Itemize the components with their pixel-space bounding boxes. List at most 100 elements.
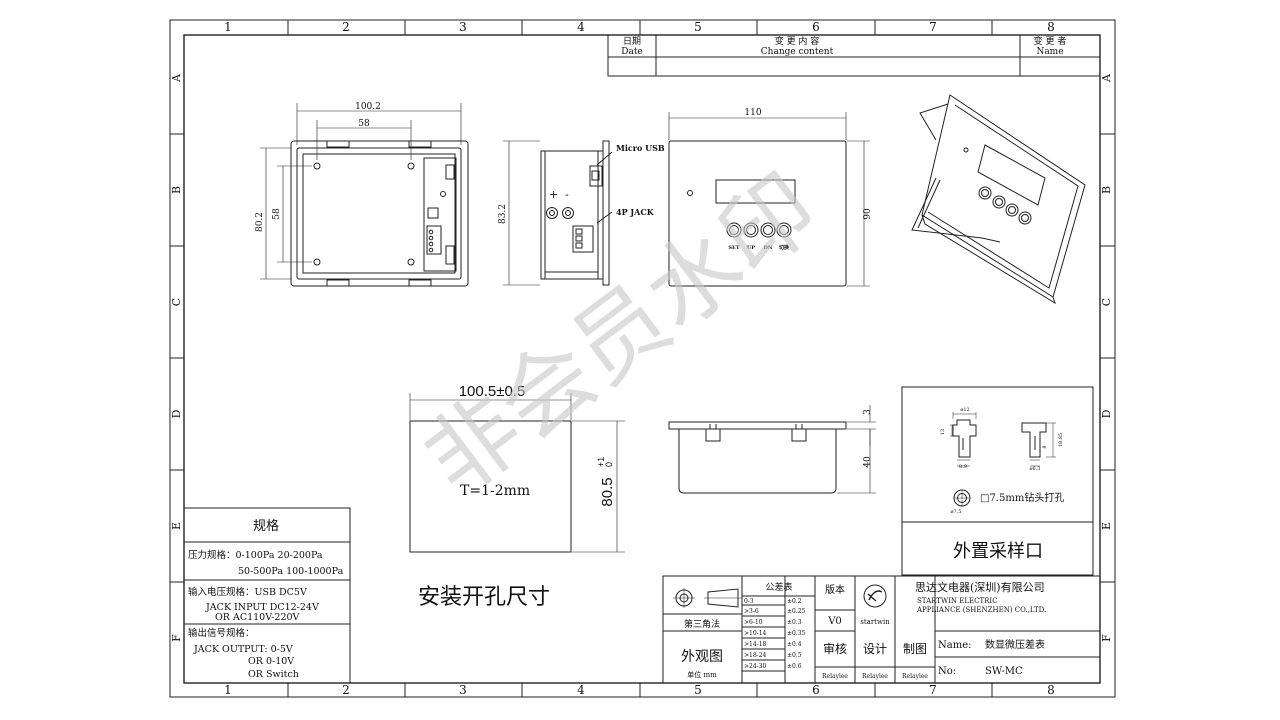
back-view-dimensions: [260, 103, 462, 280]
cutout-title: 安装开孔尺寸: [418, 585, 550, 610]
row-label: C: [1100, 298, 1113, 306]
col-label: 7: [929, 683, 937, 697]
sampling-port-box: [901, 386, 1094, 576]
spec-voltage: 输入电压规格：USB DC5V: [188, 586, 307, 598]
row-label: A: [1100, 73, 1113, 83]
row-labels-left: A B C D E F: [170, 73, 183, 642]
tol-range: 0-3: [744, 598, 754, 605]
rev-by-cn: 变 更 者: [1034, 35, 1067, 47]
spec-output-2: JACK OUTPUT: 0-5V: [193, 644, 293, 655]
view-name: 外观图: [681, 649, 723, 665]
row-label: D: [1100, 409, 1113, 418]
tol-value: ±0.35: [787, 630, 806, 637]
dim-cutout-width: 100.5±0.5: [459, 383, 526, 400]
side-view: [540, 140, 613, 286]
revision-block: 日期 Date 变 更 内 容 Change content 变 更 者 Nam…: [607, 34, 1101, 77]
rev-change-en: Change content: [761, 47, 834, 57]
tol-range: >3-6: [744, 608, 759, 615]
name-value: 数显微压差表: [985, 638, 1045, 651]
col-label: 6: [812, 683, 820, 697]
dim-cutout-tol-plus: +1: [596, 457, 606, 467]
cutout-dimensions: [409, 393, 625, 553]
no-label: No:: [938, 666, 956, 677]
bottom-view-dimensions: [837, 405, 876, 494]
designer-name: Relaylee: [862, 673, 888, 680]
row-label: D: [170, 409, 183, 418]
tol-value: ±0.4: [787, 641, 802, 648]
isometric-view: [911, 94, 1086, 305]
rev-date-cn: 日期: [623, 36, 641, 47]
projection-label: 第三角法: [684, 618, 720, 630]
row-label: B: [170, 186, 183, 194]
tol-range: >18-24: [744, 652, 767, 659]
name-label: Name:: [938, 640, 971, 651]
col-label: 8: [1047, 683, 1055, 697]
col-label: 4: [577, 683, 585, 697]
dim-port-h2: 18.85: [1058, 433, 1064, 447]
button-label-up: UP: [747, 245, 755, 251]
tol-range: >10-14: [744, 630, 767, 637]
spec-output-3: OR 0-10V: [248, 656, 294, 667]
col-label: 7: [929, 20, 937, 34]
label-4p-jack: 4P JACK: [616, 207, 655, 217]
reviewer-name: Relaylee: [822, 673, 848, 680]
front-view: [668, 140, 847, 287]
tol-value: ±0.25: [787, 608, 806, 615]
tol-range: >6-10: [744, 619, 763, 626]
side-view-dimensions: [503, 140, 540, 286]
col-label: 5: [694, 683, 702, 697]
label-micro-usb: Micro USB: [616, 143, 665, 153]
tolerance-title: 公差表: [765, 581, 792, 593]
title-block: [662, 575, 1101, 684]
no-value: SW-MC: [985, 666, 1023, 677]
dim-back-height: 80.2: [255, 212, 265, 232]
row-label: E: [1100, 522, 1113, 530]
bottom-view: [668, 421, 847, 494]
spec-title: 规格: [253, 518, 279, 534]
dim-port-hole: ø7.5: [951, 509, 962, 515]
dim-port-w2: ø6.3: [1030, 466, 1041, 472]
spec-voltage-2: JACK INPUT DC12-24V: [205, 602, 319, 613]
row-label: C: [170, 298, 183, 306]
cutout-thickness: T=1-2mm: [460, 483, 530, 499]
front-view-dimensions: [668, 112, 870, 287]
logo-text: startwin: [860, 618, 890, 626]
col-label: 1: [224, 20, 232, 34]
spec-output-4: OR Switch: [248, 669, 299, 680]
version-value: V0: [827, 616, 842, 627]
rev-change-cn: 变 更 内 容: [775, 35, 820, 47]
row-labels-right: A B C D E F: [1100, 73, 1113, 642]
col-label: 6: [812, 20, 820, 34]
version-label: 版本: [825, 583, 845, 596]
company-en-2: APPLIANCE (SHENZHEN) CO.,LTD.: [916, 606, 1046, 614]
drill-note: □7.5mm钻头打孔: [980, 491, 1064, 504]
row-label: B: [1100, 186, 1113, 194]
drafter-name: Relaylee: [902, 673, 928, 680]
sampling-title: 外置采样口: [953, 541, 1043, 562]
row-label: F: [1100, 634, 1113, 642]
tol-range: >24-30: [744, 663, 767, 670]
cutout-view: [409, 420, 572, 553]
rev-by-en: Name: [1036, 47, 1063, 57]
dim-back-holes-h: 58: [272, 208, 282, 220]
dim-bottom-height: 40: [863, 456, 873, 468]
unit-label: 单位 mm: [687, 670, 717, 679]
label-plus: +: [549, 188, 558, 201]
dim-port-dia: ø12: [960, 407, 969, 413]
dim-cutout-tol-minus: 0: [604, 462, 614, 467]
company-cn: 思达文电器(深圳)有限公司: [915, 580, 1045, 594]
dim-side-height: 83.2: [498, 204, 508, 224]
row-label: A: [170, 73, 183, 83]
col-label: 8: [1047, 20, 1055, 34]
dim-port-h3: 8: [1042, 445, 1048, 448]
label-minus: -: [565, 188, 569, 201]
col-label: 2: [342, 683, 350, 697]
spec-pressure-2: 50-500Pa 100-1000Pa: [238, 566, 344, 577]
tol-value: ±0.5: [787, 652, 802, 659]
back-view: [290, 140, 469, 287]
tol-range: >14-18: [744, 641, 767, 648]
company-en-1: STARTWIN ELECTRIC: [917, 597, 998, 605]
col-label: 5: [694, 20, 702, 34]
spec-box: [183, 507, 351, 684]
